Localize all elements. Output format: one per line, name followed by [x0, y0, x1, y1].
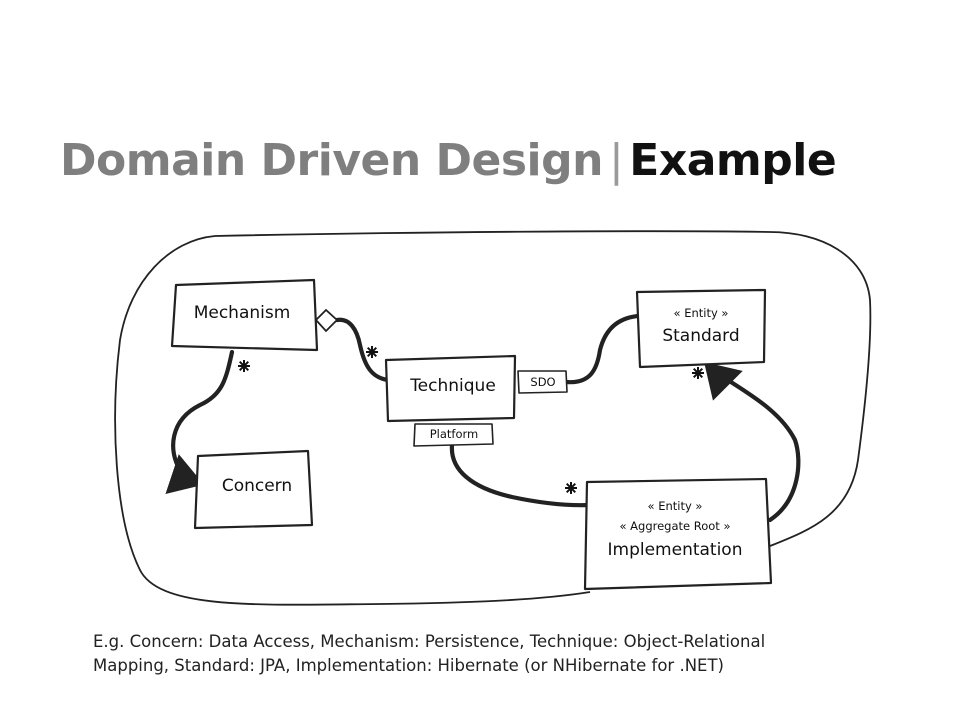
example-caption: E.g. Concern: Data Access, Mechanism: Pe…: [93, 630, 883, 678]
diamond-icon: [314, 308, 339, 333]
implementation-stereotype-entity: « Entity »: [648, 499, 703, 513]
title-main: Domain Driven Design: [60, 135, 603, 186]
title-separator: |: [608, 135, 624, 186]
sdo-tag: SDO: [517, 370, 568, 394]
mechanism-concern-connector: [165, 349, 235, 494]
mechanism-technique-connector: [334, 317, 391, 383]
caption-line-1: E.g. Concern: Data Access, Mechanism: Pe…: [93, 632, 766, 651]
asterisk-icon: [237, 359, 251, 373]
slide-title: Domain Driven Design|Example: [60, 135, 837, 186]
standard-label: Standard: [662, 326, 739, 346]
technique-label: Technique: [409, 376, 496, 396]
title-accent: Example: [629, 135, 837, 186]
mechanism-label: Mechanism: [194, 303, 291, 323]
node-mechanism: Mechanism: [170, 278, 319, 352]
implementation-stereotype-aggregate-root: « Aggregate Root »: [619, 519, 730, 533]
bounded-context-outline: [114, 230, 872, 606]
platform-label: Platform: [430, 427, 479, 441]
node-implementation: « Entity » « Aggregate Root » Implementa…: [583, 477, 773, 591]
asterisk-icon: [691, 366, 705, 380]
node-concern: Concern: [193, 449, 314, 530]
node-technique: Technique: [384, 354, 517, 423]
platform-implementation-connector: [449, 442, 593, 508]
concern-label: Concern: [222, 476, 292, 496]
asterisk-icon: [365, 345, 379, 359]
implementation-standard-connector: [704, 362, 801, 523]
platform-tag: Platform: [413, 423, 494, 447]
sdo-label: SDO: [530, 375, 555, 389]
node-standard: « Entity » Standard: [635, 288, 767, 369]
implementation-label: Implementation: [608, 540, 743, 560]
caption-line-2: Mapping, Standard: JPA, Implementation: …: [93, 656, 724, 675]
technique-standard-connector: [563, 313, 641, 385]
asterisk-icon: [564, 481, 578, 495]
standard-stereotype: « Entity »: [674, 306, 729, 320]
